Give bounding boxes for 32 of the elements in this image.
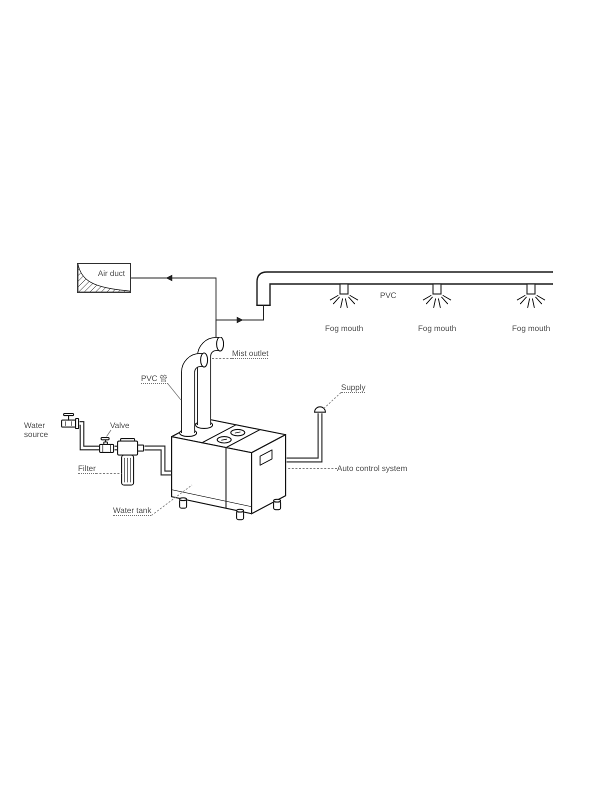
- humidifier-drawing: [171, 418, 287, 521]
- filter-drawing: [117, 438, 145, 486]
- pipe-cap: [314, 406, 326, 414]
- callout-label: Water tank: [113, 506, 152, 516]
- water-pipe: [144, 446, 172, 476]
- mist-tubes: [178, 337, 224, 438]
- callout-label: Valve: [110, 421, 130, 430]
- water-pipe: [79, 421, 100, 450]
- leader-line: [167, 383, 182, 400]
- callout-label: Filter: [78, 464, 96, 474]
- faucet-drawing: [61, 412, 80, 430]
- leader-line: [150, 484, 192, 516]
- water-pipe: [286, 412, 322, 462]
- leader-line: [323, 392, 342, 409]
- leader-line: [286, 468, 338, 469]
- water-pipe: [114, 446, 118, 450]
- nozzle-label: Fog mouth: [325, 324, 364, 333]
- valve-drawing: [99, 436, 115, 453]
- leader-line: [106, 430, 112, 438]
- callout-label: PVC 管: [141, 374, 168, 384]
- source-label: Water source: [24, 421, 50, 439]
- callout-label: Auto control system: [337, 464, 408, 473]
- pipe-label: PVC: [380, 291, 396, 300]
- callout-label: Supply: [341, 383, 366, 393]
- callout-label: Mist outlet: [232, 349, 268, 359]
- leader-line: [95, 473, 122, 474]
- pipe: [256, 271, 553, 306]
- nozzle-label: Fog mouth: [418, 324, 456, 333]
- box-label: Air duct: [98, 269, 125, 278]
- nozzle-label: Fog mouth: [512, 324, 550, 333]
- arrow: [216, 306, 264, 338]
- leader-line: [211, 358, 232, 359]
